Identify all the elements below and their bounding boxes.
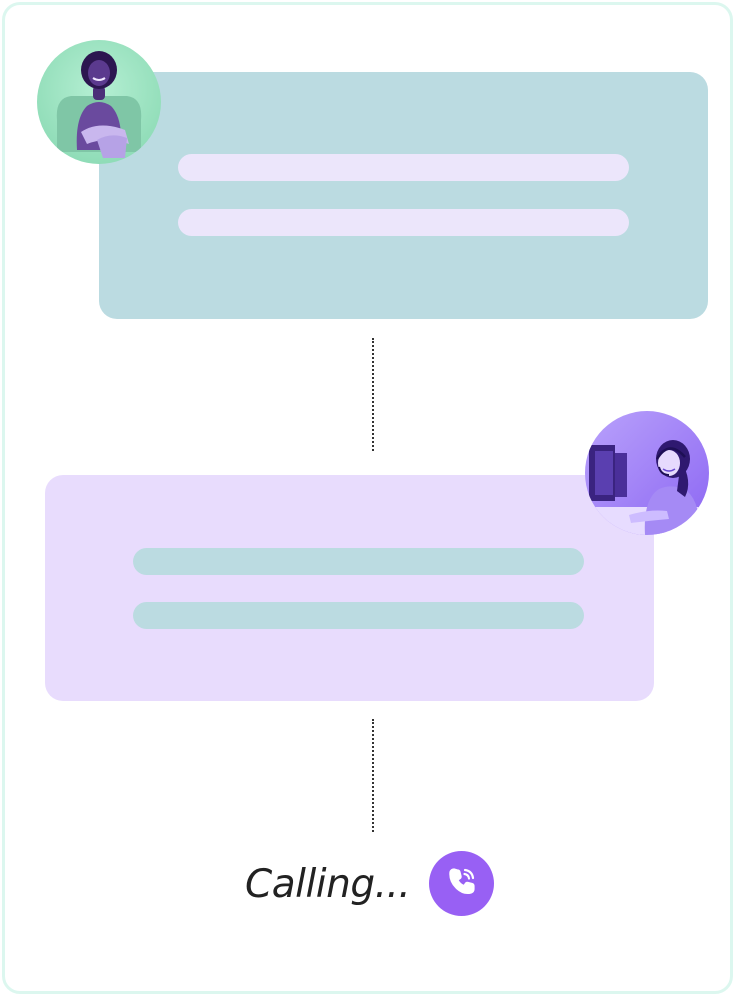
call-button[interactable] [429, 851, 494, 916]
calling-status-text: Calling... [245, 862, 411, 907]
phone-call-icon [442, 861, 482, 906]
customer-message-card [99, 72, 708, 319]
support-agent-avatar [585, 411, 709, 535]
agent-message-card [45, 475, 654, 701]
message-placeholder-line [133, 602, 584, 629]
message-placeholder-line [178, 154, 629, 181]
message-placeholder-line [178, 209, 629, 236]
connector-line [372, 338, 374, 451]
message-placeholder-line [133, 548, 584, 575]
customer-avatar [37, 40, 161, 164]
connector-line [372, 719, 374, 832]
